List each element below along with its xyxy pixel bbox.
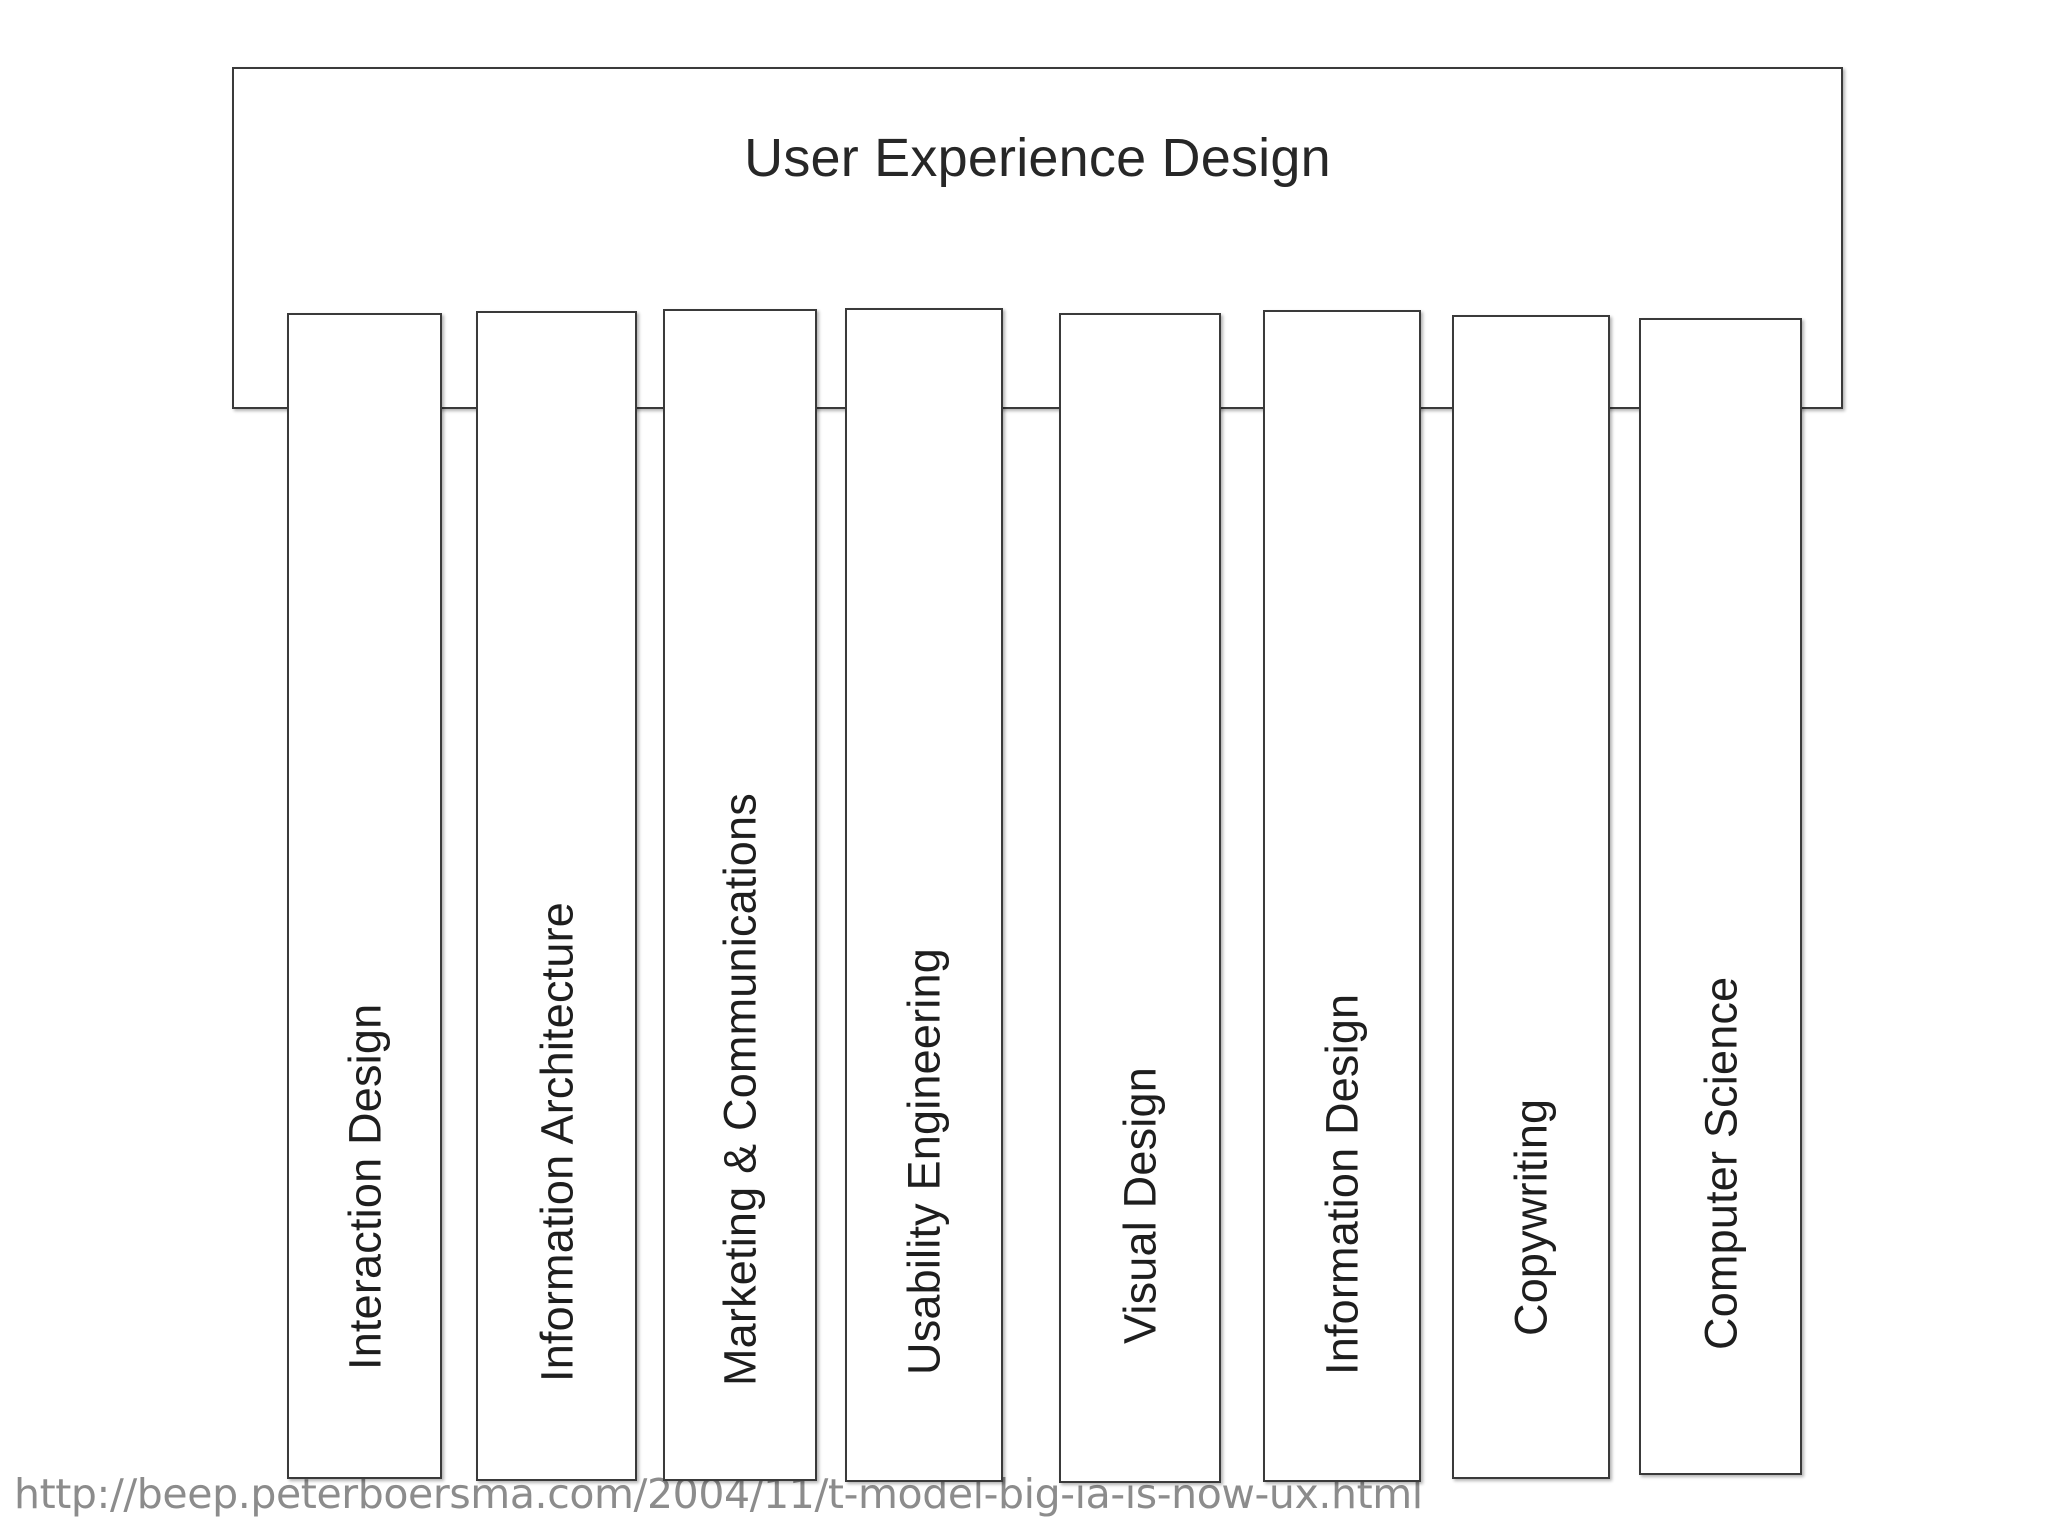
pillar-label: Visual Design (1114, 1067, 1166, 1344)
pillar-label: Marketing & Communications (714, 793, 766, 1386)
pillar-column: Information Architecture (476, 311, 637, 1481)
pillar-label: Information Design (1316, 993, 1368, 1375)
pillar-label: Copywriting (1505, 1098, 1557, 1336)
pillar-column: Information Design (1263, 310, 1421, 1482)
pillar-label: Computer Science (1695, 976, 1746, 1350)
pillar-column: Computer Science (1639, 318, 1802, 1475)
umbrella-bar-title: User Experience Design (744, 128, 1331, 188)
pillar-label: Interaction Design (339, 1003, 390, 1370)
pillar-column: Interaction Design (287, 313, 442, 1479)
pillar-column: Copywriting (1452, 315, 1610, 1479)
pillar-label: Information Architecture (531, 901, 582, 1382)
pillar-column: Usability Engineering (845, 308, 1003, 1482)
pillar-label: Usability Engineering (898, 948, 950, 1375)
pillar-column: Visual Design (1059, 313, 1221, 1483)
pillar-column: Marketing & Communications (663, 309, 817, 1481)
